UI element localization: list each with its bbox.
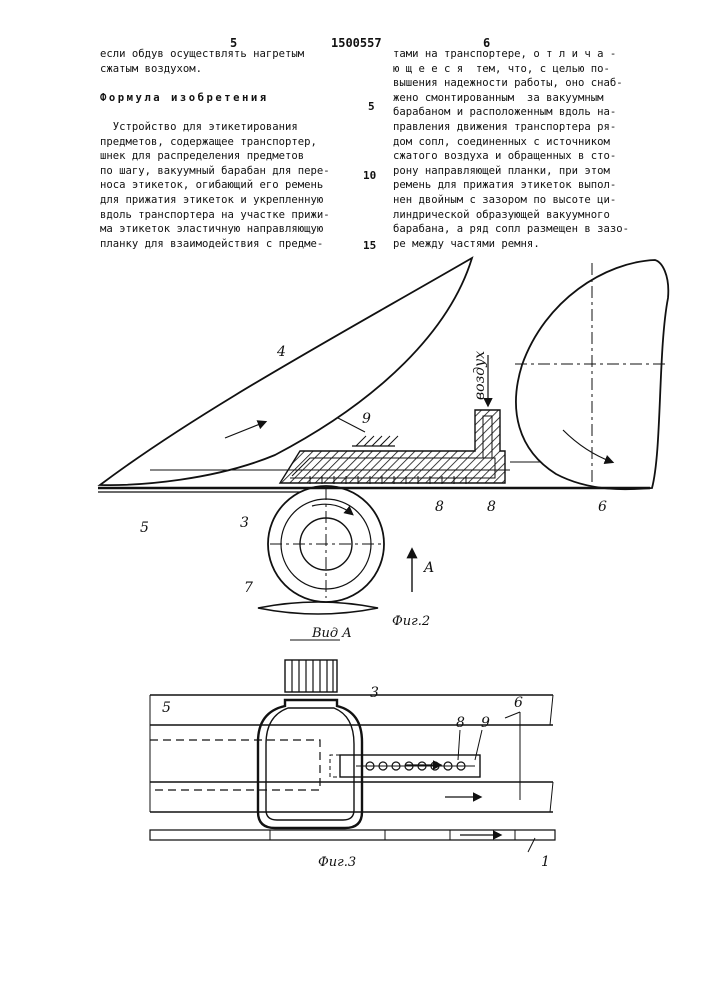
figure-2 xyxy=(98,258,668,614)
fig3-label-1: 1 xyxy=(541,854,550,870)
label-arrow-a: A xyxy=(422,560,434,576)
label-7: 7 xyxy=(244,580,253,596)
view-a-caption: Вид A xyxy=(311,626,352,641)
fig3-label-6: 6 xyxy=(514,695,523,711)
figure-2-caption: Фиг.2 xyxy=(392,614,430,629)
figure-3 xyxy=(150,660,555,852)
label-9: 9 xyxy=(362,411,371,427)
fig3-label-9: 9 xyxy=(481,715,490,731)
label-5: 5 xyxy=(140,520,149,536)
label-3: 3 xyxy=(240,515,249,531)
figure-3-caption: Фиг.3 xyxy=(318,855,356,870)
label-8a: 8 xyxy=(435,499,444,515)
fig3-label-3: 3 xyxy=(370,685,379,701)
label-6: 6 xyxy=(598,499,607,515)
bottle-3-body xyxy=(258,700,362,828)
label-4: 4 xyxy=(276,344,286,360)
bottle-cap xyxy=(285,660,337,692)
fig3-label-8: 8 xyxy=(456,715,465,731)
fig3-label-5: 5 xyxy=(162,700,171,716)
label-air: воздух xyxy=(472,351,488,400)
label-8b: 8 xyxy=(487,499,496,515)
plate-7 xyxy=(258,602,378,614)
